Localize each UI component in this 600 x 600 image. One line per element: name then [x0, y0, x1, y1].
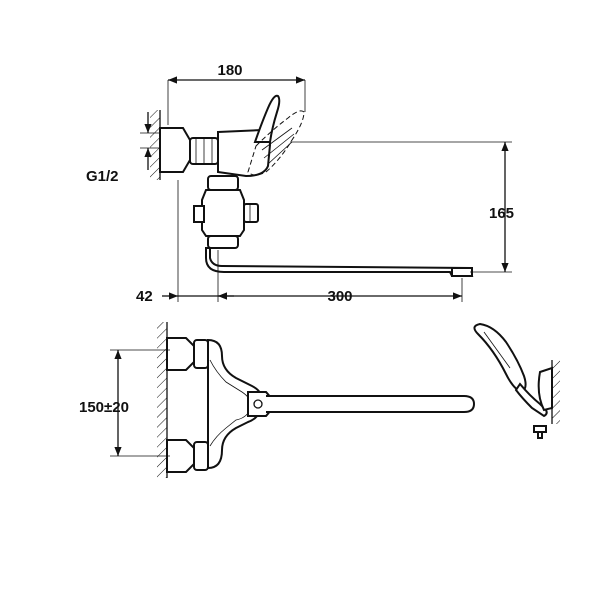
wall-hatch-shower [552, 360, 560, 424]
stem-nut-upper [207, 175, 239, 191]
diverter-knob-left [193, 205, 205, 223]
dimension-label-165: 165 [489, 205, 514, 222]
spout-aerator [451, 267, 473, 277]
side-elevation-view: 180 G1/2 165 42 300 [86, 62, 514, 305]
mount-screw-shank [537, 431, 543, 439]
shower-holder [537, 366, 553, 412]
dimension-label-300: 300 [327, 288, 352, 305]
lever-handle [253, 94, 281, 143]
dimension-label-42: 42 [136, 288, 153, 305]
wall-hatch-top [150, 110, 160, 180]
hand-shower-detail [473, 322, 560, 439]
nut-lower [193, 441, 209, 471]
stem-nut-lower [207, 235, 239, 249]
wall-hatch-bottom [157, 322, 167, 478]
spout-top [205, 247, 474, 277]
shower-head [473, 322, 527, 394]
hub-screw [253, 399, 263, 409]
lever-handle-alternate [247, 110, 305, 176]
thread-label: G1/2 [86, 168, 119, 185]
wall-flange-top [159, 127, 191, 173]
plan-view: 150±20 [79, 322, 476, 478]
spout-plan [266, 395, 476, 413]
dimension-label-150: 150±20 [79, 399, 129, 416]
shower-handle [514, 382, 548, 418]
diverter-body [201, 189, 245, 237]
flange-upper [166, 337, 195, 371]
dimension-label-180: 180 [217, 62, 242, 79]
nut-upper [193, 339, 209, 369]
flange-lower [166, 439, 195, 473]
diverter-outlet-right [243, 203, 259, 223]
